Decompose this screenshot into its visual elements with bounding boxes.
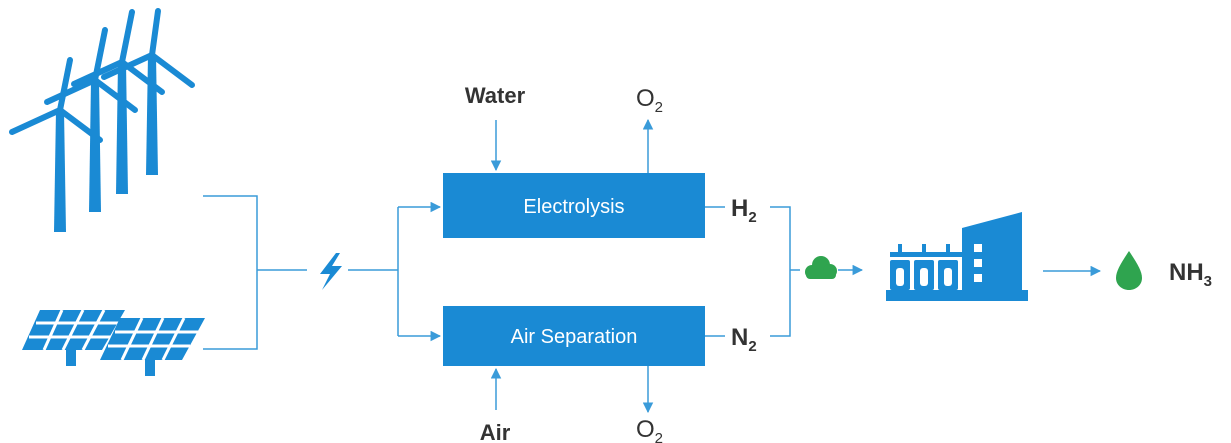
factory-icon (886, 212, 1028, 301)
gas-merge-connector (770, 206, 864, 337)
source-connector (203, 195, 307, 350)
droplet-icon (1116, 251, 1142, 290)
air-separation-label: Air Separation (511, 326, 638, 348)
electrolysis-box (443, 173, 705, 238)
air-separation-box (443, 306, 705, 366)
o2-bottom-label: O2 (636, 416, 663, 443)
power-connector (348, 201, 442, 342)
electrolysis-label: Electrolysis (523, 196, 624, 218)
h2-label: H2 (731, 195, 757, 226)
o2-top-label: O2 (636, 85, 663, 116)
nh3-label: NH3 (1169, 259, 1212, 290)
n2-label: N2 (731, 324, 757, 355)
water-label: Water (465, 83, 526, 108)
solar-panel-icon (22, 309, 205, 376)
cloud-icon (805, 256, 837, 279)
lightning-bolt-icon (320, 253, 342, 290)
wind-turbines-icon (9, 8, 195, 232)
air-label: Air (480, 420, 511, 443)
